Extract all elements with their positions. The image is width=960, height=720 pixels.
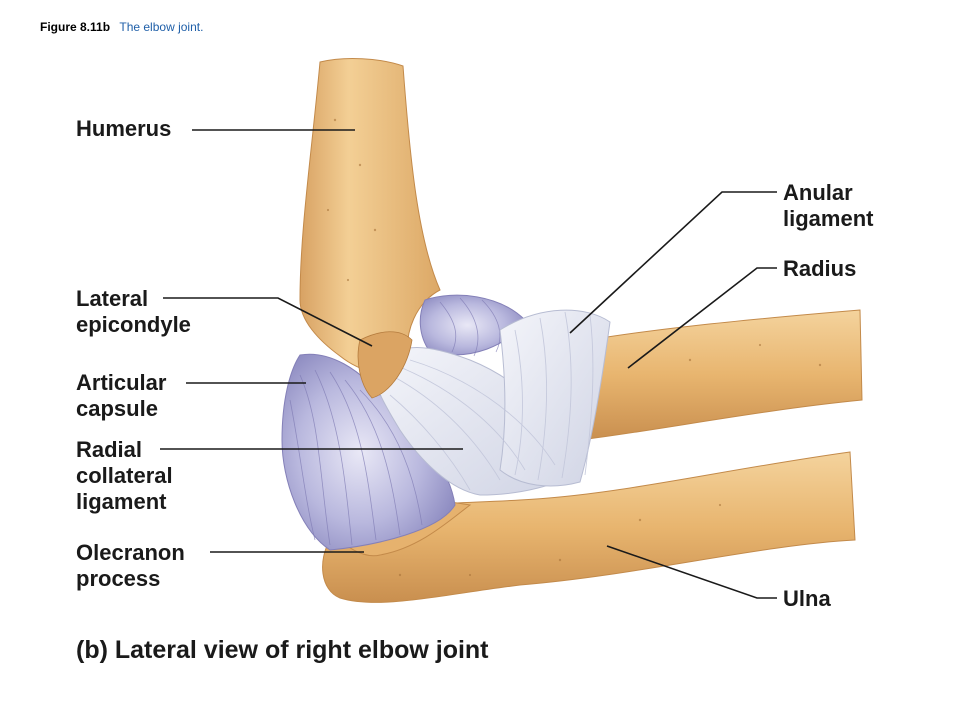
capsule-fibers <box>289 297 501 546</box>
leader-anular-ligament <box>569 191 777 334</box>
label-lateral-epicondyle: Lateral epicondyle <box>76 286 191 337</box>
leader-radius <box>627 267 777 369</box>
ulna-bone <box>322 451 856 603</box>
lateral-epicondyle-region <box>357 331 413 399</box>
label-anular-ligament: Anular ligament <box>783 180 874 231</box>
label-humerus: Humerus <box>76 116 172 141</box>
figure-header: Figure 8.11b The elbow joint. <box>40 20 203 34</box>
label-ulna: Ulna <box>783 586 831 611</box>
view-title: (b) Lateral view of right elbow joint <box>76 636 489 664</box>
bone-texture-dots <box>326 118 822 577</box>
anular-ligament <box>499 309 611 487</box>
figure-caption: The elbow joint. <box>119 20 204 34</box>
humerus-bone <box>299 58 441 375</box>
label-olecranon-process: Olecranon process <box>76 540 185 591</box>
label-radial-collateral-ligament: Radial collateral ligament <box>76 437 173 514</box>
leader-ulna <box>606 545 777 599</box>
figure-number: Figure 8.11b <box>40 20 111 34</box>
leader-lines <box>160 129 777 599</box>
label-articular-capsule: Articular capsule <box>76 370 167 421</box>
label-radius: Radius <box>783 256 857 281</box>
ligament-fibers <box>384 311 594 491</box>
leader-lateral-epicondyle <box>163 297 373 347</box>
